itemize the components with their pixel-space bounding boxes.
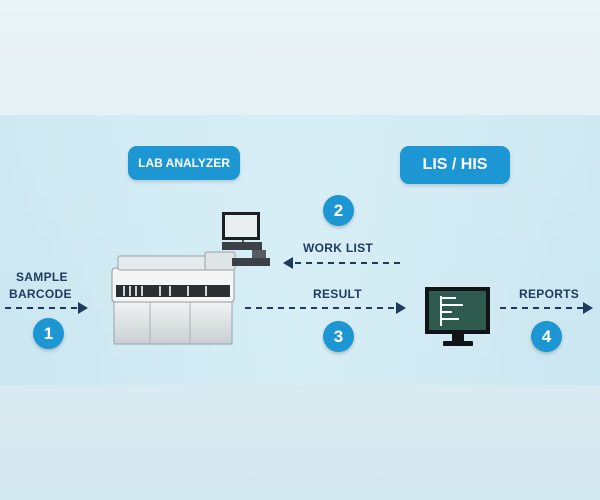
sample-label: SAMPLE	[16, 270, 68, 284]
arrowhead-sample-barcode	[78, 302, 88, 314]
work-list-label: WORK LIST	[303, 241, 374, 255]
step-4-badge: 4	[531, 321, 562, 352]
lab-analyzer-label: LAB ANALYZER	[128, 146, 240, 180]
reports-label: REPORTS	[519, 287, 580, 301]
arrowhead-reports	[583, 302, 593, 314]
computer-monitor-icon	[425, 287, 490, 346]
step-2-badge: 2	[323, 195, 354, 226]
arrowhead-result	[396, 302, 406, 314]
lab-analyzer-machine-icon	[111, 212, 270, 345]
lis-his-label: LIS / HIS	[400, 146, 510, 184]
arrowhead-work-list	[283, 257, 293, 269]
barcode-label: BARCODE	[9, 287, 72, 301]
step-1-badge: 1	[33, 318, 64, 349]
result-label: RESULT	[313, 287, 362, 301]
step-3-badge: 3	[323, 321, 354, 352]
